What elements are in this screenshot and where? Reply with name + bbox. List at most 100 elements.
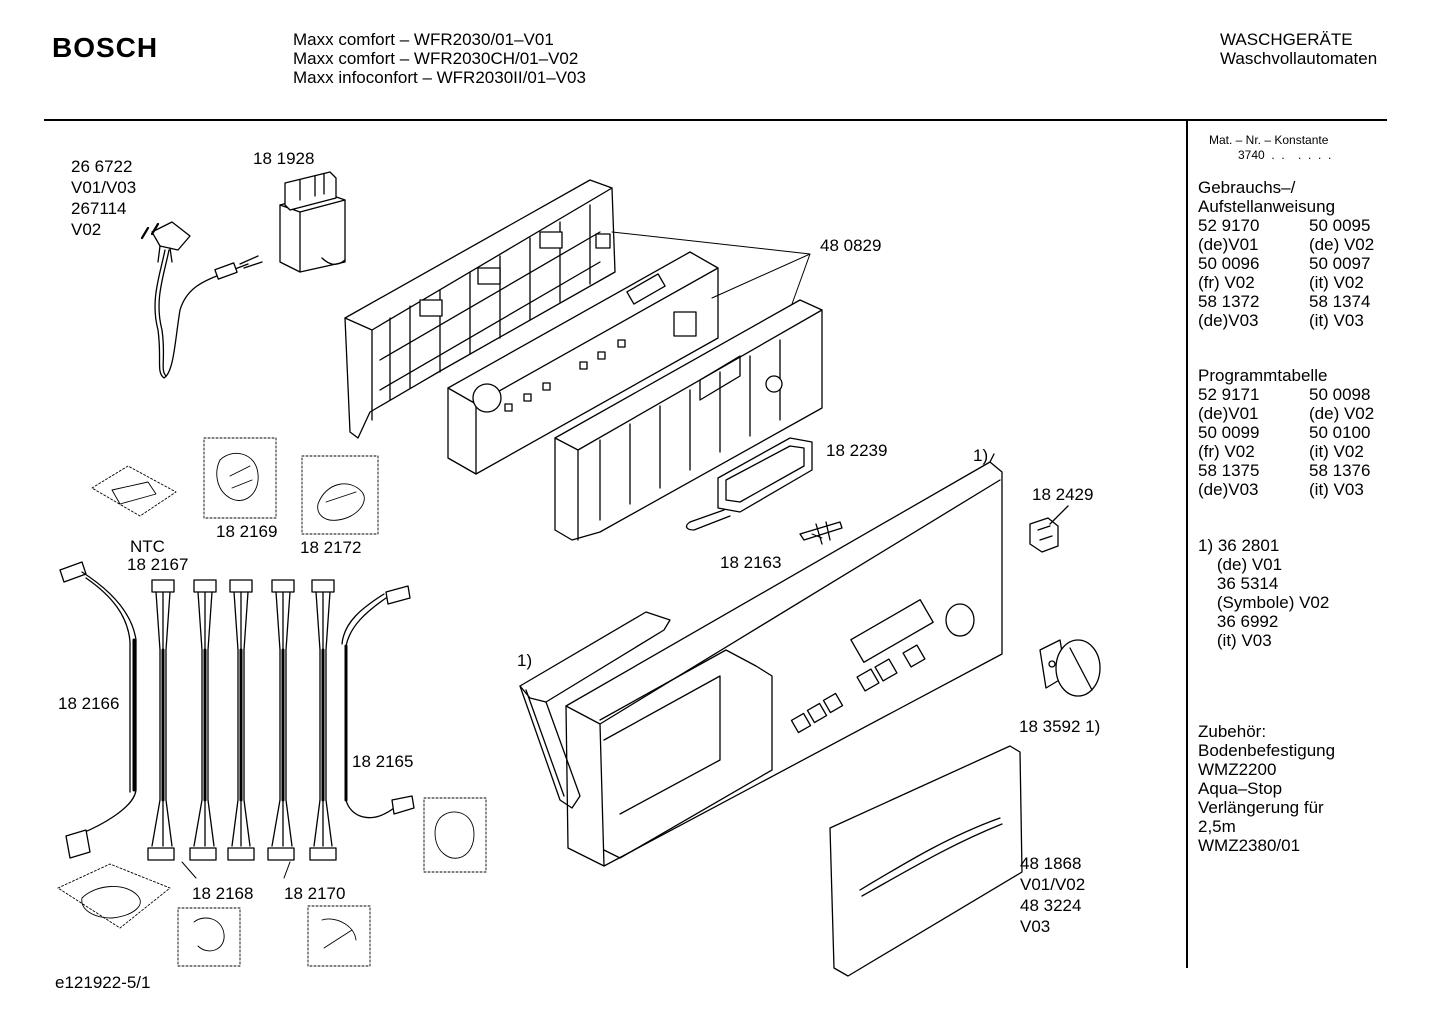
module-frame-drawing <box>344 179 616 439</box>
accessory-line: 2,5m <box>1198 817 1236 836</box>
pin-drawing <box>799 521 843 545</box>
label-harness-2166: 18 2166 <box>58 694 120 713</box>
program-title: Programmtabelle <box>1198 366 1328 385</box>
connector-drawing <box>1029 505 1069 553</box>
part-row: (de)V03(it) V03 <box>1198 480 1374 499</box>
part-cell: (fr) V02 <box>1198 273 1255 292</box>
part-cell: 50 0099 <box>1198 423 1260 442</box>
label-knob: 18 3592 1) <box>1019 717 1101 736</box>
manual-section: Gebrauchs–/ Aufstellanweisung 52 9170 50 … <box>1198 178 1374 330</box>
part-cell: 50 0097 <box>1309 254 1371 273</box>
label-cable-version-2: V02 <box>71 220 102 239</box>
callout-sketches <box>81 452 475 952</box>
label-door-part: 48 1868 <box>1020 854 1082 873</box>
label-pin: 18 2163 <box>720 553 782 572</box>
circuit-board-drawing <box>447 251 719 475</box>
label-footnote-panel: 1) <box>973 446 989 465</box>
callout-boxes <box>57 437 487 967</box>
label-filter: 18 1928 <box>253 149 315 168</box>
material-label: Mat. – Nr. – Konstante <box>1209 133 1329 147</box>
part-cell: 50 0100 <box>1309 423 1371 442</box>
part-cell: 58 1374 <box>1309 292 1371 311</box>
sidebar-rule <box>1186 120 1188 968</box>
part-row: (de)V03 (it) V03 <box>1198 311 1374 330</box>
part-cell: 58 1372 <box>1198 292 1260 311</box>
part-cell: 50 0095 <box>1309 216 1371 235</box>
accessory-line: Verlängerung für <box>1198 798 1324 817</box>
footnote-line: 1) 36 2801 <box>1198 536 1280 555</box>
label-connector: 18 2429 <box>1032 485 1094 504</box>
label-display: 18 2239 <box>826 441 888 460</box>
model-line: Maxx comfort – WFR2030/01–V01 <box>293 30 554 49</box>
part-row: 50 0099 50 0100 <box>1198 423 1374 442</box>
part-cell: (de)V01 <box>1198 235 1259 254</box>
part-row: (fr) V02 (it) V02 <box>1198 273 1374 292</box>
part-cell: 52 9171 <box>1198 385 1260 404</box>
label-cable-part: 26 6722 <box>71 157 133 176</box>
part-cell: (de) V02 <box>1309 235 1375 254</box>
part-cell: 58 1376 <box>1309 461 1371 480</box>
model-list: Maxx comfort – WFR2030/01–V01 Maxx comfo… <box>293 30 586 87</box>
header-rule <box>44 119 1387 121</box>
part-row: (fr) V02 (it) V02 <box>1198 442 1374 461</box>
category-title: WASCHGERÄTE <box>1220 30 1353 49</box>
seal-drawing <box>519 611 671 809</box>
part-cell: (it) V03 <box>1309 480 1364 499</box>
part-row: (de)V01 (de) V02 <box>1198 404 1374 423</box>
footnote-section: 1) 36 2801 (de) V01 36 5314 (Symbole) V0… <box>1198 536 1329 650</box>
label-door-part-2: 48 3224 <box>1020 896 1082 915</box>
label-harness-2170: 18 2170 <box>284 884 346 903</box>
footnote-line: 36 5314 <box>1198 574 1279 593</box>
power-cable-drawing <box>140 221 263 379</box>
fascia-panel-drawing <box>565 453 1003 867</box>
part-row: (de)V01 (de) V02 <box>1198 235 1374 254</box>
label-cable-part-2: 267114 <box>71 199 127 218</box>
label-harness-2172: 18 2172 <box>300 538 362 557</box>
display-drawing <box>685 437 813 531</box>
leader-lines <box>181 533 823 879</box>
footnote-line: (Symbole) V02 <box>1198 593 1330 612</box>
label-harness-2169: 18 2169 <box>216 522 278 541</box>
material-constant: Mat. – Nr. – Konstante 3740 . . . . . . <box>1209 133 1331 163</box>
brand-logo: BOSCH <box>52 32 159 63</box>
part-cell: (de) V02 <box>1309 404 1375 423</box>
part-cell: (it) V02 <box>1309 442 1364 461</box>
part-row: 58 1372 58 1374 <box>1198 292 1374 311</box>
part-cell: 52 9170 <box>1198 216 1260 235</box>
material-value: 3740 . . . . . . <box>1238 148 1332 162</box>
wire-harness-group <box>59 561 415 861</box>
part-cell: (de)V03 <box>1198 311 1259 330</box>
part-cell: 50 0098 <box>1309 385 1371 404</box>
label-ntc: NTC <box>130 537 165 556</box>
footnote-line: (it) V03 <box>1198 631 1272 650</box>
manual-title: Gebrauchs–/ <box>1198 178 1296 197</box>
drawing-id: e121922-5/1 <box>55 973 151 992</box>
label-ntc-part: 18 2167 <box>127 555 189 574</box>
accessory-line: Bodenbefestigung <box>1198 741 1336 760</box>
part-cell: (de)V01 <box>1198 404 1259 423</box>
accessory-line: Aqua–Stop <box>1198 779 1283 798</box>
part-cell: (it) V03 <box>1309 311 1364 330</box>
label-door-version: V01/V02 <box>1020 875 1086 894</box>
footnote-line: 36 6992 <box>1198 612 1279 631</box>
label-harness-2165: 18 2165 <box>352 752 414 771</box>
label-cable-version: V01/V03 <box>71 178 137 197</box>
footnote-line: (de) V01 <box>1198 555 1283 574</box>
manual-title: Aufstellanweisung <box>1198 197 1336 216</box>
part-cell: (fr) V02 <box>1198 442 1255 461</box>
knob-drawing <box>1039 639 1101 697</box>
part-cell: (it) V02 <box>1309 273 1364 292</box>
filter-drawing <box>279 171 346 273</box>
accessory-line: Zubehör: <box>1198 722 1267 741</box>
module-frame-right-drawing <box>554 299 823 541</box>
label-door-version-2: V03 <box>1020 917 1051 936</box>
part-row: 52 9170 50 0095 <box>1198 216 1374 235</box>
model-line: Maxx comfort – WFR2030CH/01–V02 <box>293 49 579 68</box>
category-block: WASCHGERÄTE Waschvollautomaten <box>1220 30 1377 68</box>
accessory-line: WMZ2200 <box>1198 760 1277 779</box>
door-cover-drawing <box>829 745 1023 977</box>
